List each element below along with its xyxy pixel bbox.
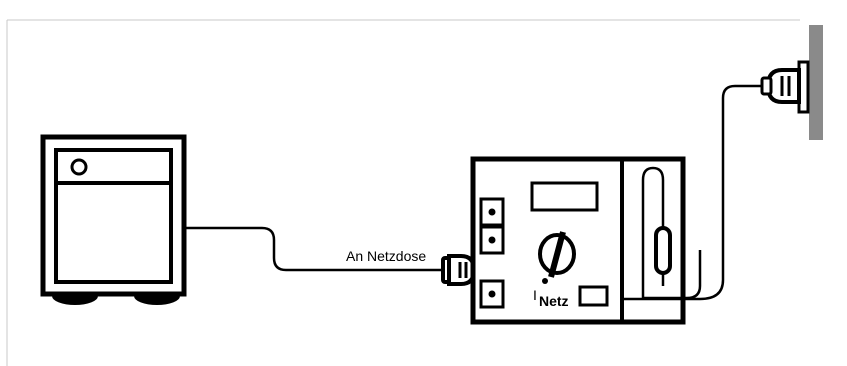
current-symbol: I [533, 287, 537, 303]
appliance-cable [184, 226, 447, 272]
plug-icon [441, 254, 477, 286]
wall-socket-icon [760, 25, 823, 140]
current-symbol-subscript: Netz [539, 293, 569, 309]
appliance-icon [40, 134, 187, 305]
mains-cable [622, 84, 766, 301]
diagram-frame [6, 19, 800, 366]
stored-cable [641, 166, 702, 300]
display-window [530, 181, 599, 212]
measuring-instrument-icon: I Netz [470, 156, 702, 325]
small-button [578, 285, 609, 307]
rotary-switch-icon [538, 231, 576, 284]
connection-label: An Netzdose [346, 248, 426, 264]
